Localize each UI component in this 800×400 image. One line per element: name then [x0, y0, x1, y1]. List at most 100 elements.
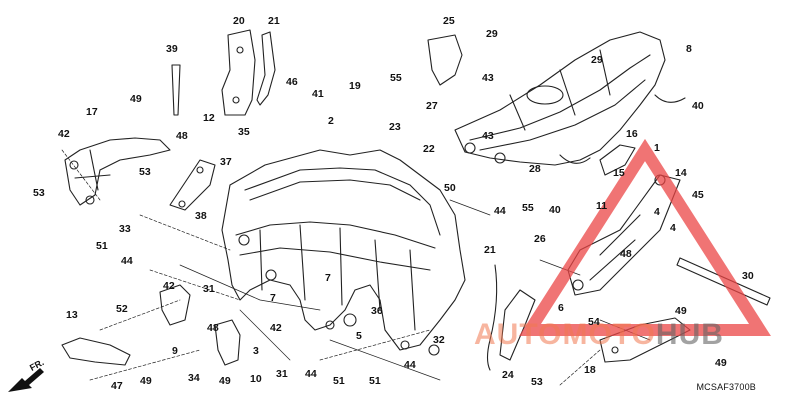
- callout-42c: 42: [270, 322, 282, 334]
- callout-21: 21: [268, 15, 280, 27]
- callout-44b: 44: [305, 368, 317, 380]
- callout-51c: 51: [369, 375, 381, 387]
- callout-3: 3: [253, 345, 259, 357]
- callout-20: 20: [233, 15, 245, 27]
- callout-49b: 49: [140, 375, 152, 387]
- rod-39: [171, 64, 181, 116]
- watermark-text: AUTOMOTOHUB: [474, 318, 724, 351]
- callout-53b: 53: [139, 166, 151, 178]
- callout-44: 44: [121, 255, 133, 267]
- callout-46: 46: [286, 76, 298, 88]
- callout-32: 32: [433, 334, 445, 346]
- callout-34: 34: [188, 372, 200, 384]
- callout-39: 39: [166, 43, 178, 55]
- callout-6: 6: [558, 302, 564, 314]
- callout-28: 28: [529, 163, 541, 175]
- callout-44c: 44: [404, 359, 416, 371]
- bracket-25: [427, 34, 463, 86]
- bracket-10: [214, 319, 241, 366]
- callout-45: 45: [692, 189, 704, 201]
- callout-52: 52: [116, 303, 128, 315]
- callout-22: 22: [423, 143, 435, 155]
- callout-36: 36: [371, 305, 383, 317]
- callout-48c: 48: [620, 248, 632, 260]
- callout-33: 33: [119, 223, 131, 235]
- callout-12: 12: [203, 112, 215, 124]
- main-frame: [221, 149, 466, 356]
- callout-53: 53: [33, 187, 45, 199]
- callout-21b: 21: [484, 244, 496, 256]
- callout-51b: 51: [333, 375, 345, 387]
- left-step-bracket: [64, 137, 171, 206]
- callout-40b: 40: [549, 204, 561, 216]
- callout-48: 48: [176, 130, 188, 142]
- callout-25: 25: [443, 15, 455, 27]
- callout-2: 2: [328, 115, 334, 127]
- callout-51: 51: [96, 240, 108, 252]
- callout-30: 30: [742, 270, 754, 282]
- callout-14: 14: [675, 167, 687, 179]
- callout-35: 35: [238, 126, 250, 138]
- callout-43b: 43: [482, 130, 494, 142]
- rear-subframe: [454, 31, 666, 166]
- callout-37: 37: [220, 156, 232, 168]
- callout-29b: 29: [591, 54, 603, 66]
- bracket-9: [159, 284, 191, 326]
- callout-49d: 49: [675, 305, 687, 317]
- callout-44d: 44: [494, 205, 506, 217]
- callout-55: 55: [390, 72, 402, 84]
- callout-23: 23: [389, 121, 401, 133]
- callout-55b: 55: [522, 202, 534, 214]
- callout-31: 31: [203, 283, 215, 295]
- bracket-13: [61, 337, 131, 366]
- watermark-triangle: [519, 138, 771, 336]
- callout-26: 26: [534, 233, 546, 245]
- callout-53c: 53: [531, 376, 543, 388]
- callout-47: 47: [111, 380, 123, 392]
- rod-30: [676, 257, 771, 306]
- strap-21: [256, 31, 276, 106]
- callout-24: 24: [502, 369, 514, 381]
- callout-15: 15: [613, 167, 625, 179]
- callout-49e: 49: [715, 357, 727, 369]
- callout-19: 19: [349, 80, 361, 92]
- callout-49: 49: [130, 93, 142, 105]
- bracket-18: [599, 317, 691, 363]
- diagram-code: MCSAF3700B: [696, 382, 756, 392]
- plate-20: [221, 29, 256, 116]
- cable-21-lower: [486, 264, 498, 371]
- callout-5: 5: [356, 330, 362, 342]
- front-direction-arrow: [8, 368, 44, 392]
- callout-9: 9: [172, 345, 178, 357]
- callout-42: 42: [58, 128, 70, 140]
- callout-54: 54: [588, 316, 600, 328]
- callout-16: 16: [626, 128, 638, 140]
- callout-42b: 42: [163, 280, 175, 292]
- callout-17: 17: [86, 106, 98, 118]
- right-bracket-assembly: [567, 144, 681, 296]
- callout-8: 8: [686, 43, 692, 55]
- callout-38: 38: [195, 210, 207, 222]
- callout-11: 11: [596, 200, 608, 212]
- callout-31b: 31: [276, 368, 288, 380]
- callout-49c: 49: [219, 375, 231, 387]
- callout-27: 27: [426, 100, 438, 112]
- callout-13: 13: [66, 309, 78, 321]
- clamp-40: [559, 94, 686, 164]
- part-24: [499, 289, 536, 361]
- callout-1: 1: [654, 142, 660, 154]
- callout-48b: 48: [207, 322, 219, 334]
- callout-4: 4: [654, 206, 660, 218]
- callout-18: 18: [584, 364, 596, 376]
- bracket-12: [169, 159, 216, 211]
- callout-7b: 7: [270, 292, 276, 304]
- callout-40: 40: [692, 100, 704, 112]
- callout-7: 7: [325, 272, 331, 284]
- callout-41: 41: [312, 88, 324, 100]
- callout-50: 50: [444, 182, 456, 194]
- callout-29: 29: [486, 28, 498, 40]
- callout-4b: 4: [670, 222, 676, 234]
- callout-43: 43: [482, 72, 494, 84]
- callout-10: 10: [250, 373, 262, 385]
